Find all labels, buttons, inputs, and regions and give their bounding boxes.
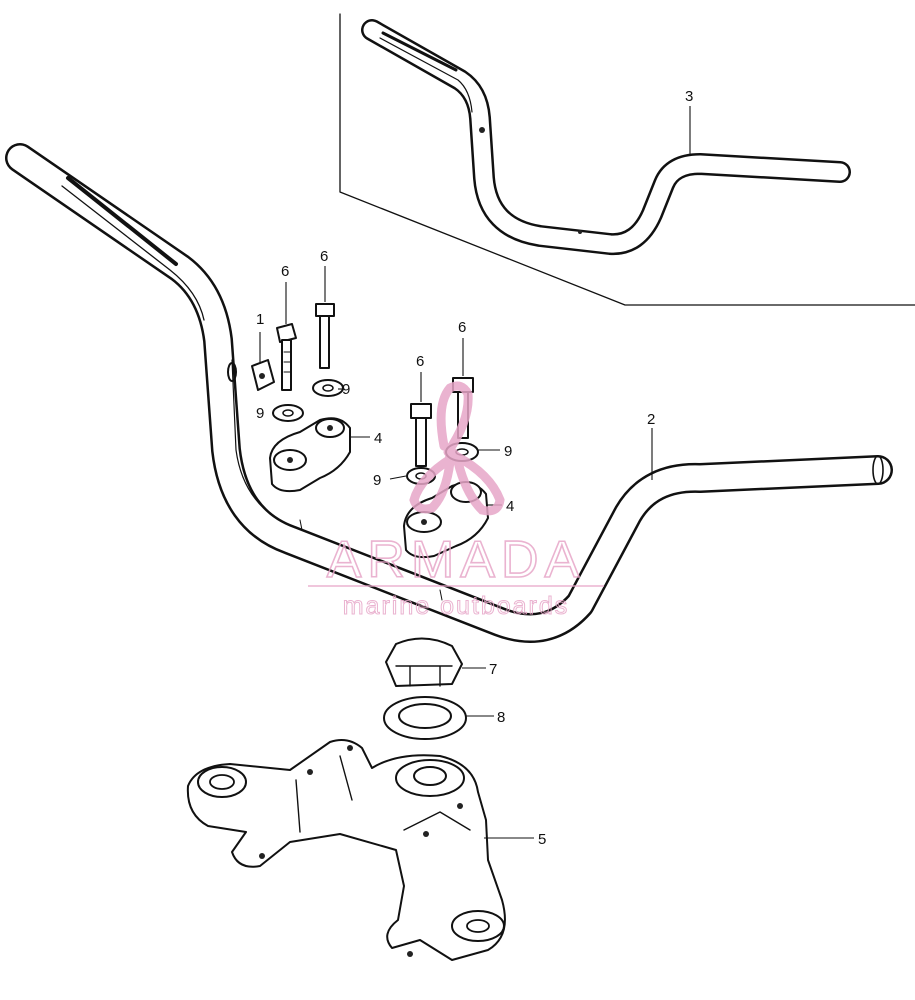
callout-6: 6 <box>416 353 424 370</box>
callout-9: 9 <box>373 472 381 489</box>
callout-3: 3 <box>685 88 693 105</box>
callout-6: 6 <box>458 319 466 336</box>
inset-frame <box>339 13 915 306</box>
propeller-logo-icon <box>409 381 505 516</box>
callout-9: 9 <box>342 381 350 398</box>
callout-9: 9 <box>256 405 264 422</box>
clamp-piece <box>251 359 275 391</box>
callout-9: 9 <box>504 443 512 460</box>
watermark: ARMADA marine outboards <box>308 381 604 621</box>
callout-4: 4 <box>506 498 514 515</box>
callouts: 1 6 6 6 6 9 9 9 9 4 4 2 3 7 8 5 <box>256 88 693 848</box>
callout-6: 6 <box>320 248 328 265</box>
callout-4: 4 <box>374 430 382 447</box>
washer <box>272 404 304 422</box>
watermark-brand: ARMADA <box>327 531 585 589</box>
handlebar-holder <box>269 417 351 493</box>
bolt <box>276 323 297 391</box>
bolt <box>410 403 432 467</box>
handlebar-main <box>5 143 893 643</box>
callout-5: 5 <box>538 831 546 848</box>
washer <box>312 379 344 397</box>
callout-1: 1 <box>256 311 264 328</box>
callout-8: 8 <box>497 709 505 726</box>
callout-6: 6 <box>281 263 289 280</box>
stem-nut <box>385 637 463 687</box>
watermark-tagline: marine outboards <box>343 592 570 620</box>
handlebar-alt <box>361 19 851 256</box>
stem-washer <box>383 696 467 740</box>
callout-2: 2 <box>647 411 655 428</box>
callout-7: 7 <box>489 661 497 678</box>
propeller-hub-icon <box>445 448 459 462</box>
steering-bracket <box>186 739 506 961</box>
leader-lines <box>259 106 691 839</box>
bolt <box>315 303 335 369</box>
handlebar-holder <box>403 481 489 559</box>
